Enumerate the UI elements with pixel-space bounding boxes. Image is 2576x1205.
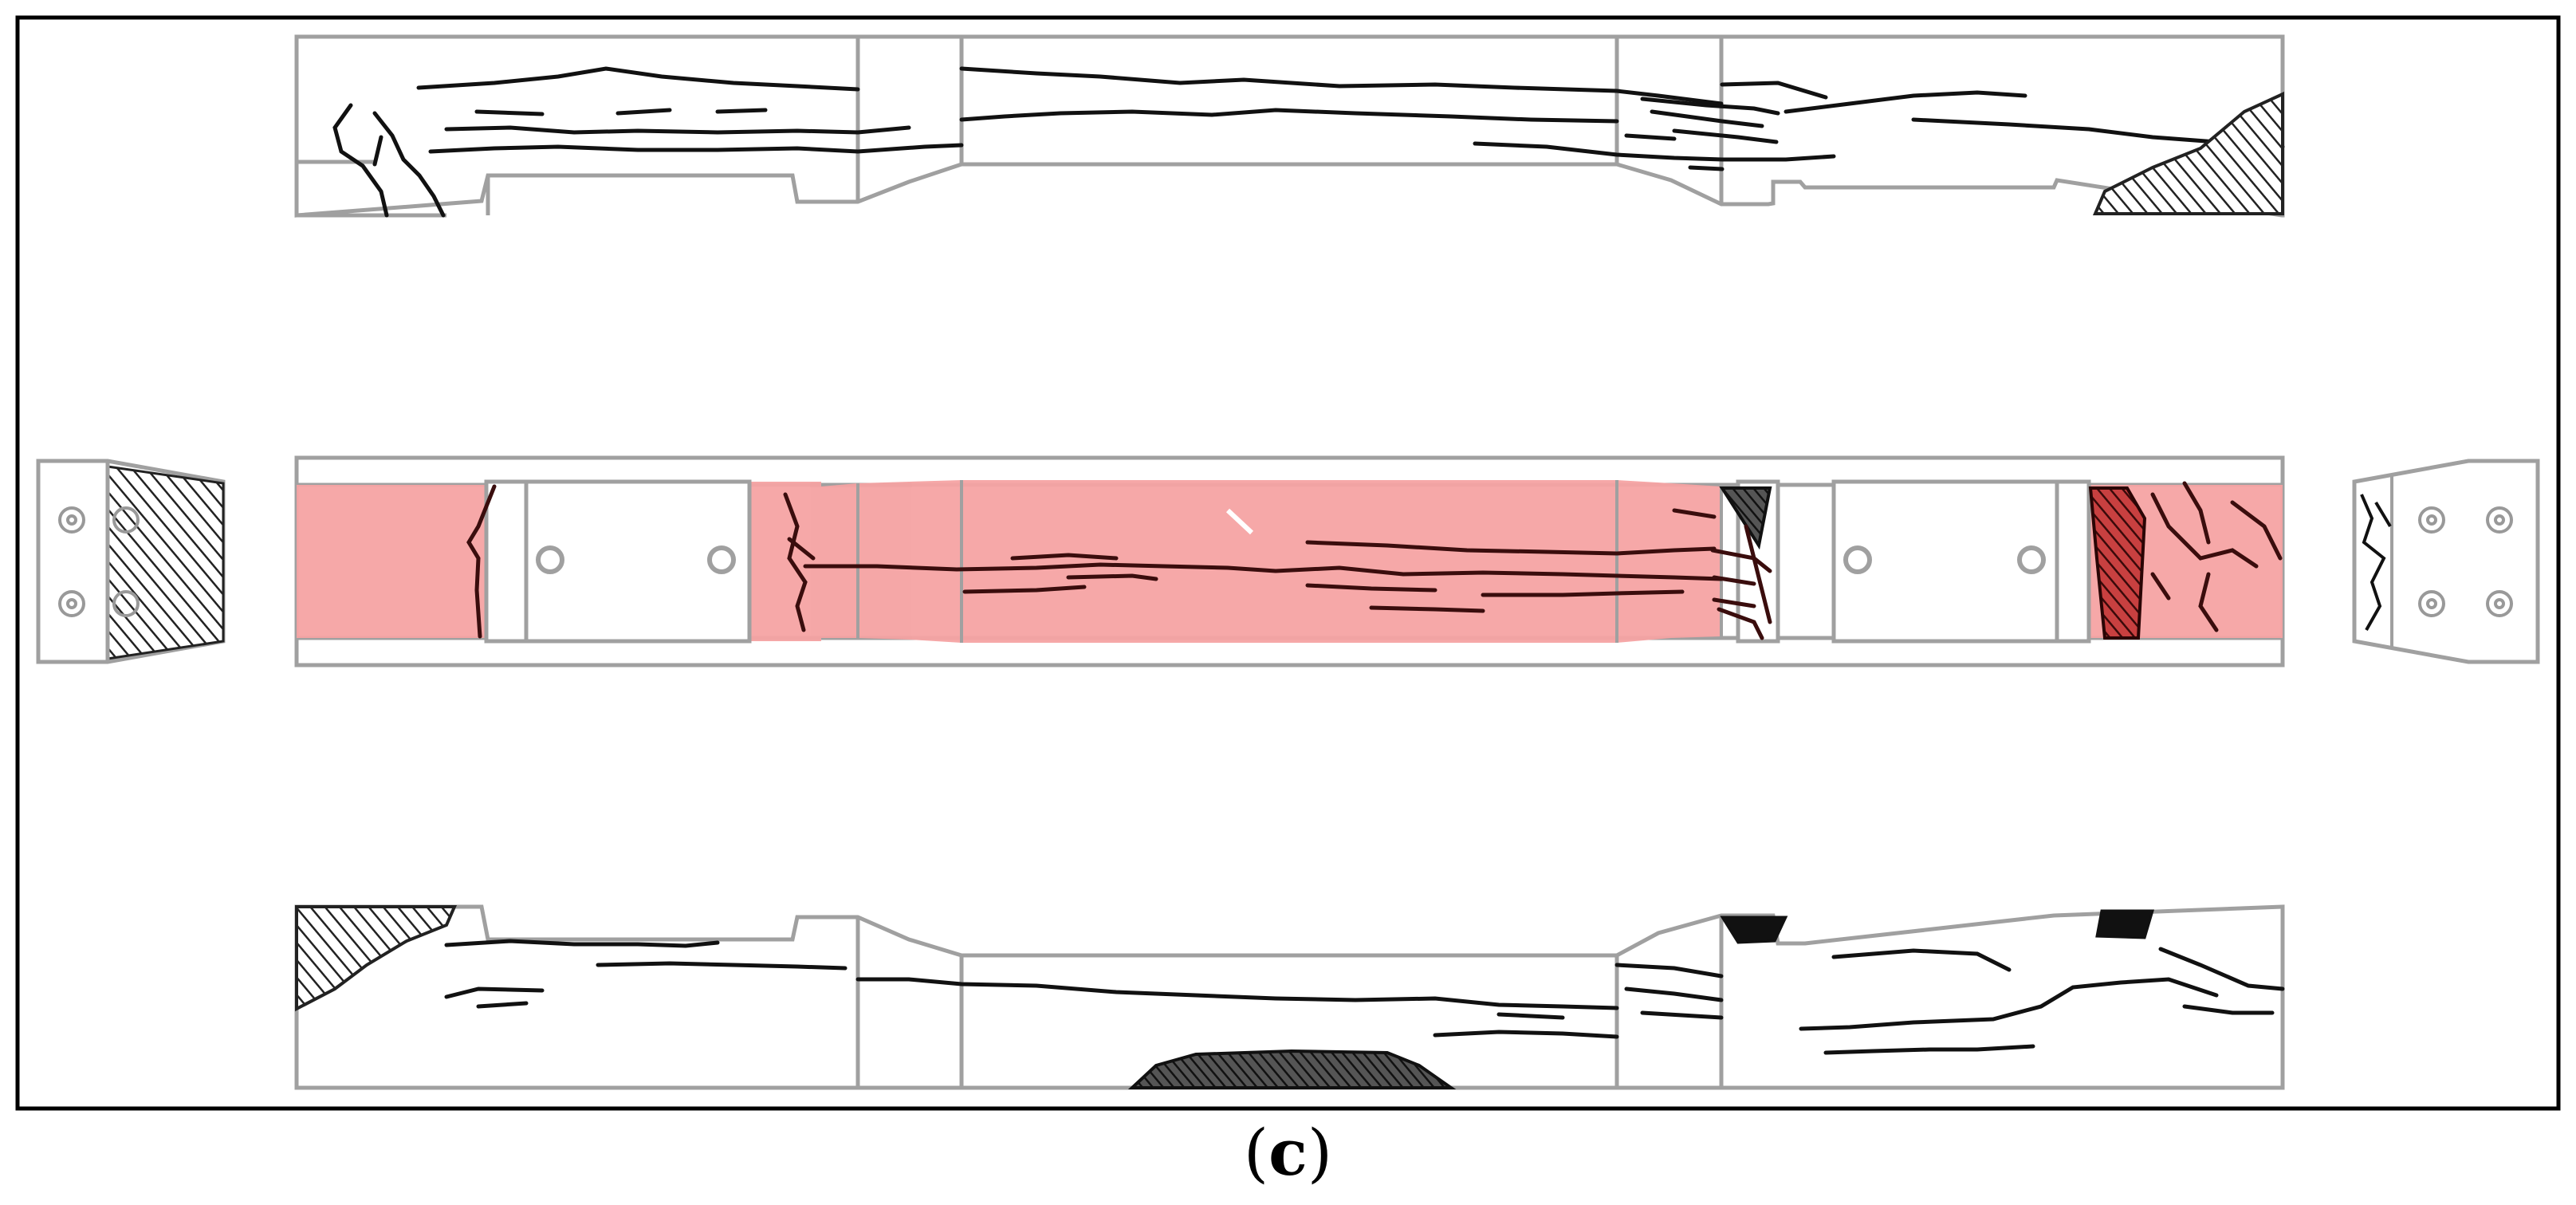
top-hatched-corner [2092,91,2284,215]
bottom-face-view [294,904,2285,1090]
caption-close: ) [1307,1116,1333,1190]
middle-bolt-circles [536,545,2046,574]
top-face-view [294,34,2285,218]
bottom-face-cracks [444,939,2285,1055]
figure-frame [15,15,2561,1111]
right-end-plate [2352,459,2540,664]
bottom-hatched-zone-center [1127,1049,1457,1089]
middle-vertical-lines [856,480,1723,643]
red-hatched-zone [2088,486,2147,640]
bottom-hatched-corner-left [295,905,458,1012]
caption-open: ( [1243,1116,1269,1190]
bottom-dark-patch-2 [2095,909,2155,939]
top-face-cracks [332,66,2285,218]
left-end-plate [36,459,226,664]
caption-letter: c [1268,1115,1308,1190]
dark-wedge [1719,486,1772,550]
bottom-dark-patch-1 [1720,916,1788,944]
small-mark [1225,508,1254,535]
figure-caption: (c) [0,1120,2576,1185]
middle-cracks [466,481,2283,640]
